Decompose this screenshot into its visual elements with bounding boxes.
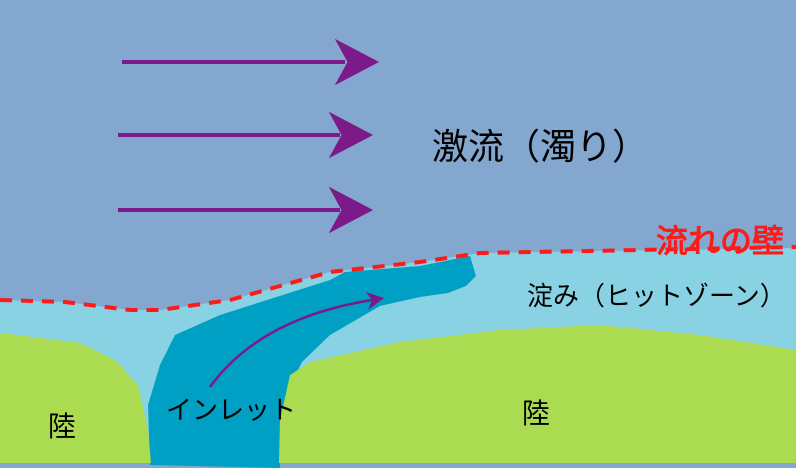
land-left <box>0 333 151 463</box>
land-right-label: 陸 <box>522 397 551 430</box>
inlet-label: インレット <box>166 396 297 426</box>
inlet-channel <box>148 256 476 468</box>
flow-arrowhead <box>328 186 374 234</box>
flow-wall-label: 流れの壁 <box>656 222 785 260</box>
eddy-label: 淀み（ヒットゾーン） <box>527 282 786 312</box>
flow-arrows <box>118 38 380 234</box>
land-left-label: 陸 <box>48 410 77 443</box>
inlet-current-arrowhead <box>366 292 384 310</box>
flow-wall-line <box>0 245 796 312</box>
flow-arrowhead <box>334 38 380 86</box>
land-right <box>279 325 796 463</box>
flow-arrowhead <box>328 111 374 159</box>
torrent-label: 激流（濁り） <box>432 127 649 168</box>
inlet-current-arrow <box>208 298 373 388</box>
